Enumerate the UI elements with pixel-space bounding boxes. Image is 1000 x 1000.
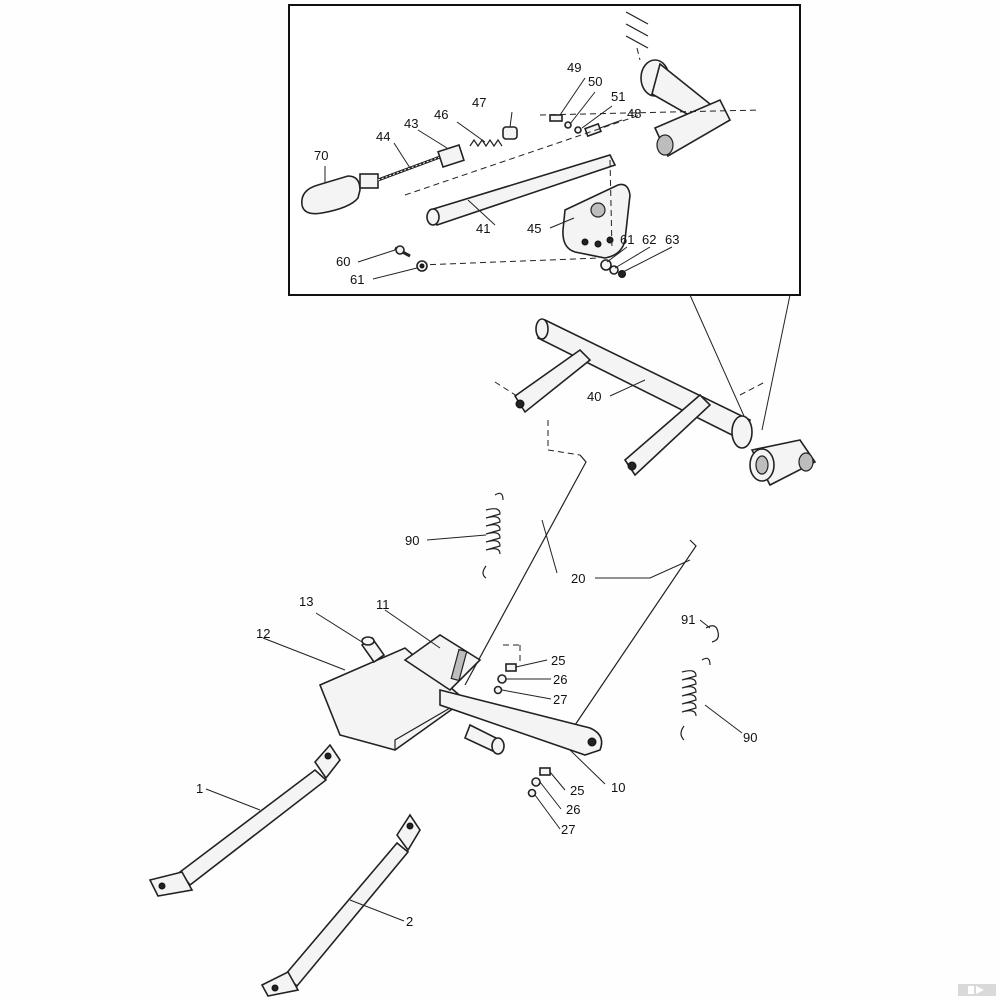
fastener-26-lower <box>531 777 541 787</box>
arm-10 <box>439 688 603 756</box>
callout-63: 63 <box>665 232 679 247</box>
callout-2: 2 <box>406 914 413 929</box>
callout-61-left: 61 <box>350 272 364 287</box>
corner-logo-icon <box>958 984 996 996</box>
callout-26-lower: 26 <box>566 802 580 817</box>
part-47 <box>502 126 518 140</box>
bracket-assembly <box>318 634 603 798</box>
callout-44: 44 <box>376 129 390 144</box>
link-1 <box>148 743 341 897</box>
callout-62: 62 <box>642 232 656 247</box>
callout-45: 45 <box>527 221 541 236</box>
callout-90-upper: 90 <box>405 533 419 548</box>
shaft-assembly-40 <box>494 318 817 487</box>
callout-1: 1 <box>196 781 203 796</box>
knob-70 <box>301 173 379 215</box>
inset-leader-right <box>761 294 791 431</box>
callout-10: 10 <box>611 780 625 795</box>
callout-20: 20 <box>571 571 585 586</box>
bracket-11 <box>403 634 482 692</box>
callout-27-lower: 27 <box>561 822 575 837</box>
callout-40: 40 <box>587 389 601 404</box>
callout-90-lower: 90 <box>743 730 757 745</box>
callout-43: 43 <box>404 116 418 131</box>
callout-11: 11 <box>376 597 390 612</box>
callout-labels: 49 50 51 48 47 46 43 44 70 41 45 60 61 6… <box>196 60 757 929</box>
detail-inset <box>288 4 801 431</box>
inset-leader-left <box>689 294 749 426</box>
inset-break-dash <box>636 47 641 61</box>
inset-frame <box>288 4 801 296</box>
callout-25-lower: 25 <box>570 783 584 798</box>
callout-50: 50 <box>588 74 602 89</box>
callout-47: 47 <box>472 95 486 110</box>
part-51 <box>574 126 582 134</box>
part-48 <box>584 122 602 138</box>
part-43 <box>437 143 465 169</box>
callout-49: 49 <box>567 60 581 75</box>
fastener-27-upper <box>493 685 503 695</box>
spring-46 <box>469 138 503 148</box>
callout-60: 60 <box>336 254 350 269</box>
fastener-27-lower <box>527 788 537 798</box>
callout-12: 12 <box>256 626 270 641</box>
spring-90-lower <box>680 657 711 741</box>
callout-51: 51 <box>611 89 625 104</box>
fastener-25-lower <box>539 767 551 776</box>
hook-91 <box>705 625 719 643</box>
link-2 <box>260 813 421 997</box>
callout-25-upper: 25 <box>551 653 565 668</box>
callout-leaders <box>205 77 743 922</box>
callout-41: 41 <box>476 221 490 236</box>
part-50 <box>564 121 572 129</box>
callout-13: 13 <box>299 594 313 609</box>
callout-27-upper: 27 <box>553 692 567 707</box>
fastener-26-upper <box>497 674 507 684</box>
callout-26-upper: 26 <box>553 672 567 687</box>
callout-70: 70 <box>314 148 328 163</box>
callout-48: 48 <box>627 106 641 121</box>
callout-91: 91 <box>681 612 695 627</box>
spring-90-upper <box>482 492 504 579</box>
part-49 <box>549 114 563 122</box>
inset-break-mark <box>625 11 649 49</box>
inset-shaft-end <box>640 59 732 158</box>
washer-61-right <box>600 259 612 271</box>
nut-63 <box>618 270 626 278</box>
fastener-25-upper <box>505 663 517 672</box>
callout-61-right: 61 <box>620 232 634 247</box>
washer-62 <box>609 265 619 275</box>
callout-46: 46 <box>434 107 448 122</box>
rods-20 <box>464 454 697 726</box>
